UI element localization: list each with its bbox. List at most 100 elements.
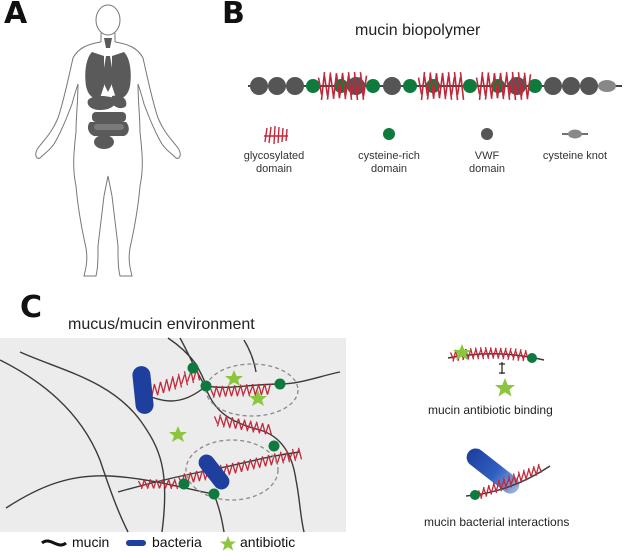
bacterium — [198, 454, 230, 490]
bacteria-icon — [126, 540, 146, 546]
mucin-icon — [41, 539, 67, 547]
glycan-chain — [234, 461, 240, 474]
glycan-chain — [282, 452, 288, 462]
glycan-chain — [161, 479, 167, 489]
glycan-chain — [153, 384, 159, 395]
cysteine-rich-node — [274, 378, 286, 390]
vwf-domain-2 — [268, 77, 286, 95]
glycan-chain — [233, 384, 239, 397]
glycan-chain — [432, 73, 438, 99]
glycan-chain — [261, 456, 267, 467]
glycan-chain — [270, 454, 276, 465]
glycan-chain — [520, 75, 526, 97]
cysteine-rich-domain-4 — [403, 79, 417, 93]
vwf-domain-9 — [580, 77, 598, 95]
glycan-chain — [347, 72, 353, 100]
mucus-environment-title: mucus/mucin environment — [68, 316, 255, 333]
glycan-chain — [252, 422, 258, 432]
cysteine-rich-domain-icon — [383, 128, 395, 140]
mucin-biopolymer-title: mucin biopolymer — [355, 22, 481, 39]
glycan-chain — [156, 381, 162, 396]
glycan-chain — [456, 76, 462, 96]
glycan-chain — [523, 72, 529, 100]
glycan-chain — [140, 478, 146, 490]
glycan-chain — [499, 348, 505, 359]
glycan-chain — [221, 386, 227, 397]
glycan-chain — [186, 372, 192, 382]
glycan-chain — [423, 76, 429, 96]
glycan-chain — [228, 417, 234, 429]
glycan-chain — [143, 480, 149, 488]
glycan-chain — [505, 478, 510, 487]
glycan-chain — [447, 72, 453, 100]
glycan-chain — [239, 384, 245, 397]
glycan-chain — [167, 478, 173, 490]
antibiotic-icon — [220, 536, 236, 551]
glycan-chain — [429, 74, 435, 98]
glycan-chain — [297, 447, 303, 460]
cysteine-rich-node — [470, 490, 480, 500]
cysteine-rich-domain-8 — [528, 79, 542, 93]
glycan-chain — [288, 451, 294, 460]
glycan-chain — [159, 381, 165, 394]
caption-antibiotic-binding: mucin antibiotic binding — [428, 403, 553, 417]
glycan-chain — [509, 350, 515, 359]
glycan-chain — [246, 421, 252, 431]
glycan-chain — [201, 468, 207, 481]
glycan-chain — [481, 76, 487, 96]
panel-a-letter: A — [4, 0, 28, 31]
glycan-chain — [495, 481, 500, 492]
antibiotic-star — [225, 370, 243, 386]
legend-cysteine-knot: cysteine knot — [542, 150, 608, 162]
glycan-chain — [512, 348, 517, 361]
glycan-chain — [417, 77, 423, 95]
glycan-chain — [477, 349, 482, 358]
glycan-chain — [216, 414, 222, 427]
glycan-chain — [472, 348, 477, 359]
glycan-chain — [332, 73, 338, 99]
glycan-chain — [525, 468, 530, 480]
glycan-chain — [219, 416, 225, 426]
glycan-chain — [537, 464, 543, 473]
glycan-chain — [170, 480, 176, 488]
glycan-chain — [515, 473, 520, 483]
glycan-chain — [180, 374, 186, 385]
glycan-chain — [505, 72, 511, 100]
glycan-chain — [475, 77, 481, 95]
glycan-chain — [146, 478, 152, 490]
cysteine-rich-node — [178, 478, 190, 490]
glycan-chain — [230, 385, 236, 397]
glycan-chain — [231, 462, 237, 474]
glycan-chain — [236, 385, 242, 396]
vwf-domain-5 — [383, 77, 401, 95]
legend-vwf-domain: VWF domain — [468, 150, 506, 175]
antibiotic-star — [249, 390, 267, 406]
cysteine-rich-node — [187, 362, 199, 374]
glycan-chain — [234, 418, 240, 430]
glycan-chain — [174, 376, 180, 388]
cysteine-rich-node — [200, 380, 212, 392]
glycan-chain — [507, 347, 512, 361]
glycan-chain — [243, 460, 249, 471]
glycan-chain — [449, 352, 455, 360]
glycan-chain — [362, 75, 368, 97]
glycan-chain — [459, 72, 465, 100]
glycan-chain — [514, 76, 520, 96]
glycan-chain — [453, 71, 459, 101]
glycan-chain — [228, 463, 234, 474]
glycan-chain — [215, 387, 221, 397]
vwf-domain-3 — [286, 77, 304, 95]
glycan-chain — [344, 75, 350, 97]
glycan-chain — [189, 472, 195, 483]
glycan-chain — [240, 420, 246, 430]
glycan-chain — [252, 457, 258, 470]
glycan-chain — [482, 348, 487, 358]
glycan-chain — [520, 470, 525, 482]
glycan-chain — [267, 454, 273, 466]
cysteine-rich-node — [208, 488, 220, 500]
glycan-chain — [248, 385, 254, 395]
